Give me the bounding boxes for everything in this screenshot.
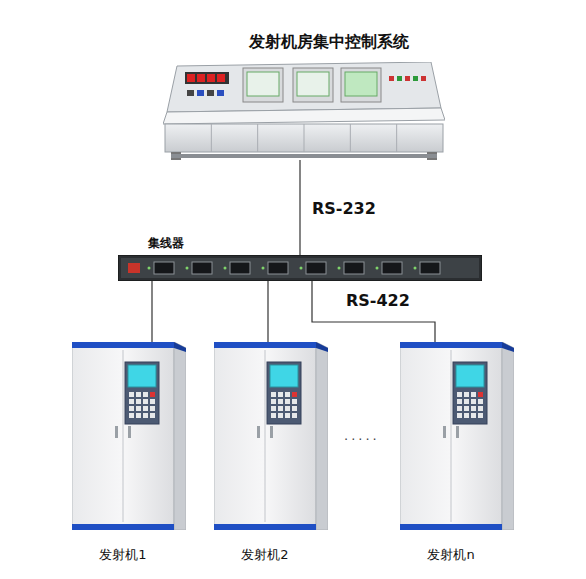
- cabinet-illustration: [214, 342, 328, 530]
- cabinet-illustration: [72, 342, 186, 530]
- transmitter-label: 发射机1: [52, 546, 194, 564]
- console-illustration: [163, 62, 445, 160]
- hub-illustration: [118, 255, 482, 281]
- hub-label: 集线器: [148, 235, 184, 252]
- system-title: 发射机房集中控制系统: [163, 32, 445, 53]
- cable-line: [299, 160, 300, 255]
- transmitter-label: 发射机n: [380, 546, 522, 564]
- cable-line: [267, 281, 268, 342]
- transmitter-label: 发射机2: [194, 546, 336, 564]
- hub-device: 集线器: [118, 255, 482, 281]
- transmitter-cabinet: 发射机1: [72, 342, 186, 530]
- cabinet-illustration: [400, 342, 514, 530]
- transmitter-cabinet: 发射机n: [400, 342, 514, 530]
- cable-line: [312, 281, 435, 342]
- ellipsis-mark: .....: [342, 428, 382, 443]
- control-console: 发射机房集中控制系统: [163, 62, 445, 160]
- cable-line: [151, 281, 152, 342]
- interface-label: RS-422: [344, 291, 412, 310]
- transmitter-cabinet: 发射机2: [214, 342, 328, 530]
- interface-label: RS-232: [310, 199, 378, 218]
